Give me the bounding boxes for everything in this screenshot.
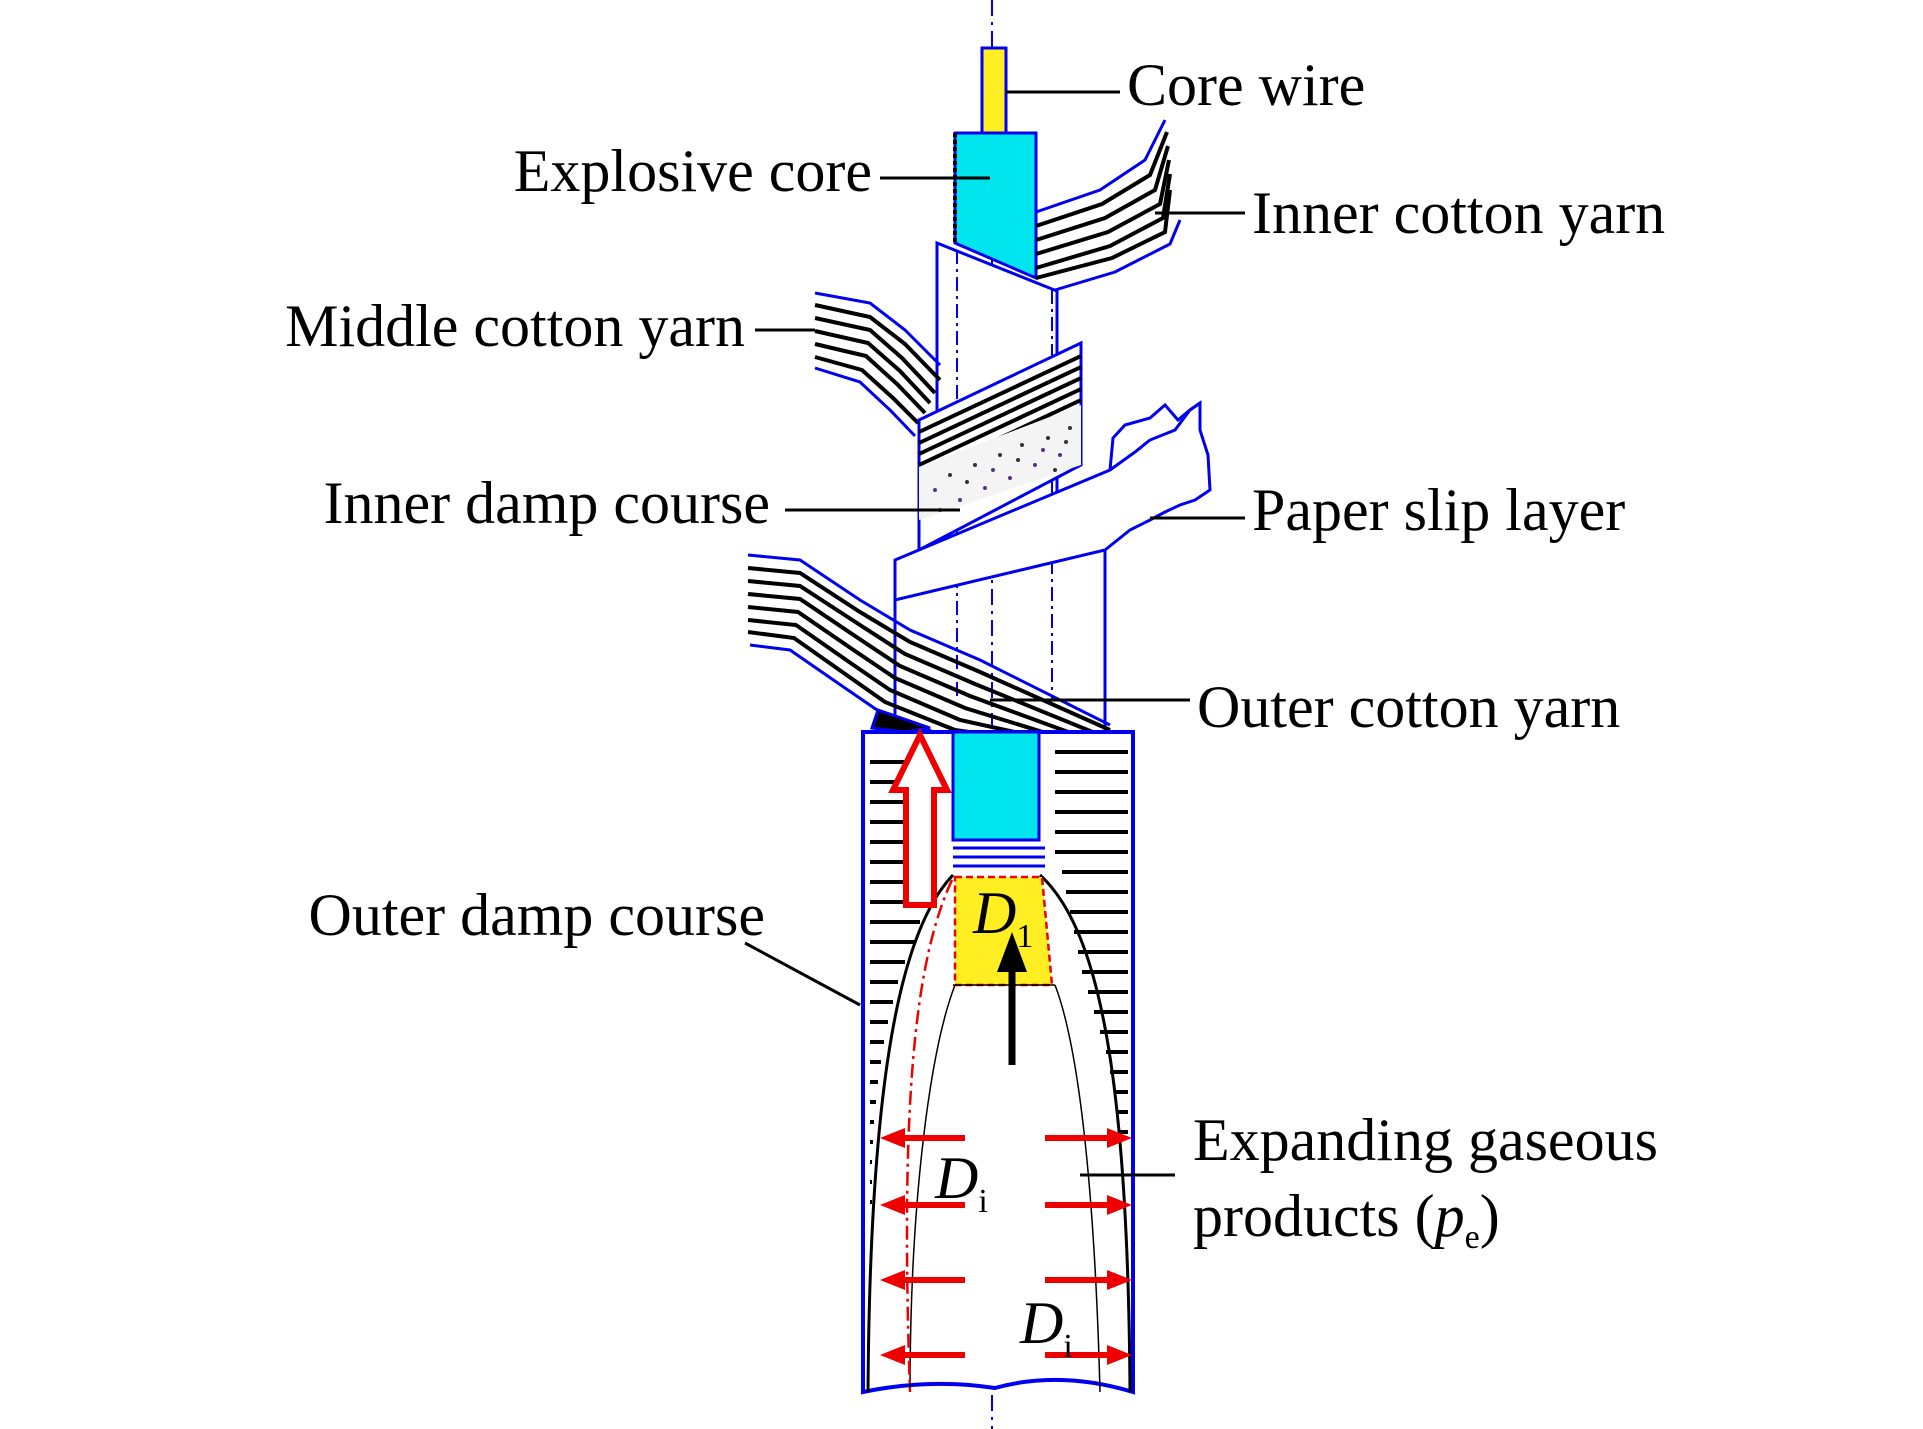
label-paper-slip-layer: Paper slip layer <box>1252 477 1625 543</box>
label-middle-cotton-yarn: Middle cotton yarn <box>285 293 745 359</box>
label-outer-cotton-yarn: Outer cotton yarn <box>1197 674 1620 740</box>
label-inner-damp-course: Inner damp course <box>324 470 770 536</box>
leader-lines <box>744 90 1245 1177</box>
explosive-core-lower <box>951 730 1041 842</box>
symbol-d1: D1 <box>972 880 1033 955</box>
label-expanding-line1: Expanding gaseous <box>1193 1107 1658 1173</box>
inner-cotton-yarn <box>1035 119 1182 292</box>
label-expanding-line2: products (pe) <box>1193 1183 1500 1256</box>
paper-slip-layer <box>893 400 1212 740</box>
inner-damp-course <box>917 340 1083 553</box>
core-wire <box>980 46 1008 135</box>
label-outer-damp-course: Outer damp course <box>308 882 765 948</box>
label-core-wire: Core wire <box>1127 52 1365 118</box>
symbol-di-upper: Di <box>934 1145 988 1220</box>
lateral-pressure-arrows <box>880 1128 1132 1365</box>
label-inner-cotton-yarn: Inner cotton yarn <box>1252 180 1665 246</box>
gas-escape-arrow <box>888 728 952 908</box>
label-explosive-core: Explosive core <box>514 138 872 204</box>
middle-cotton-yarn <box>814 291 942 438</box>
outer-cotton-yarn <box>747 553 1111 744</box>
symbol-di-lower: Di <box>1019 1290 1073 1365</box>
detonation-zone <box>955 877 1052 985</box>
